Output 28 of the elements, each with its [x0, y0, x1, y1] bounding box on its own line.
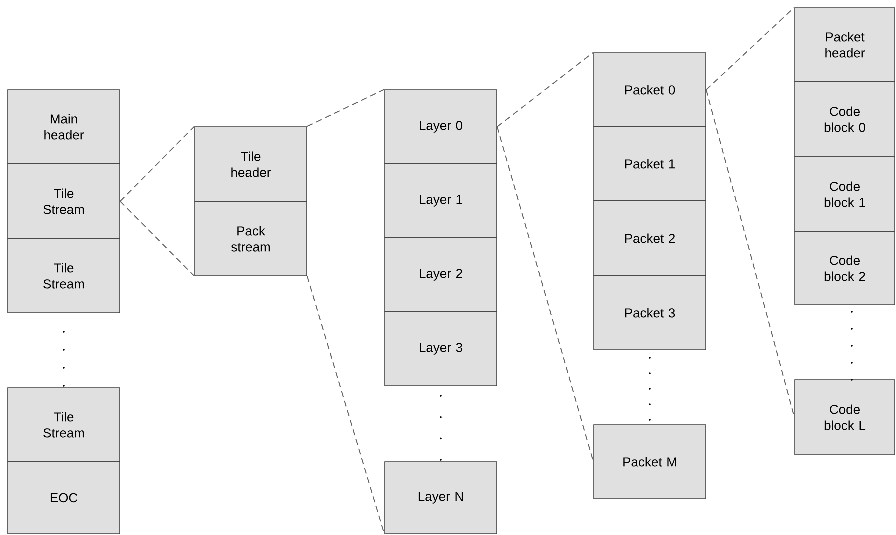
segment-box: Layer 0: [384, 90, 498, 164]
segment-box: Packet 3: [594, 276, 706, 350]
segment-box: Tile Stream: [8, 164, 120, 240]
segment-box: Tile Stream: [8, 238, 120, 314]
zoom-line: [706, 7, 796, 90]
segment-box: Packet 2: [594, 200, 706, 276]
segment-box: Code block L: [794, 380, 896, 456]
zoom-line: [496, 126, 594, 462]
zoom-line: [496, 52, 594, 128]
segment-box: Packet header: [794, 8, 896, 82]
segment-box: EOC: [8, 462, 120, 534]
segment-box: Pack stream: [194, 202, 308, 276]
segment-box: Layer 1: [384, 164, 498, 238]
segment-box: Layer 2: [384, 238, 498, 312]
zoom-line: [120, 201, 196, 277]
segment-box: Code block 0: [794, 82, 896, 158]
zoom-line: [120, 126, 196, 202]
segment-box: Packet 1: [594, 126, 706, 202]
segment-box: Packet 0: [594, 52, 706, 128]
segment-box: Tile Stream: [8, 388, 120, 462]
zoom-line: [306, 89, 386, 128]
segment-box: Main header: [8, 90, 120, 164]
segment-box: Packet M: [594, 424, 706, 500]
segment-box: Code block 1: [794, 156, 896, 232]
segment-box: Layer N: [384, 462, 498, 534]
segment-box: Code block 2: [794, 232, 896, 306]
segment-box: Layer 3: [384, 312, 498, 386]
segment-box: Tile header: [194, 126, 308, 202]
